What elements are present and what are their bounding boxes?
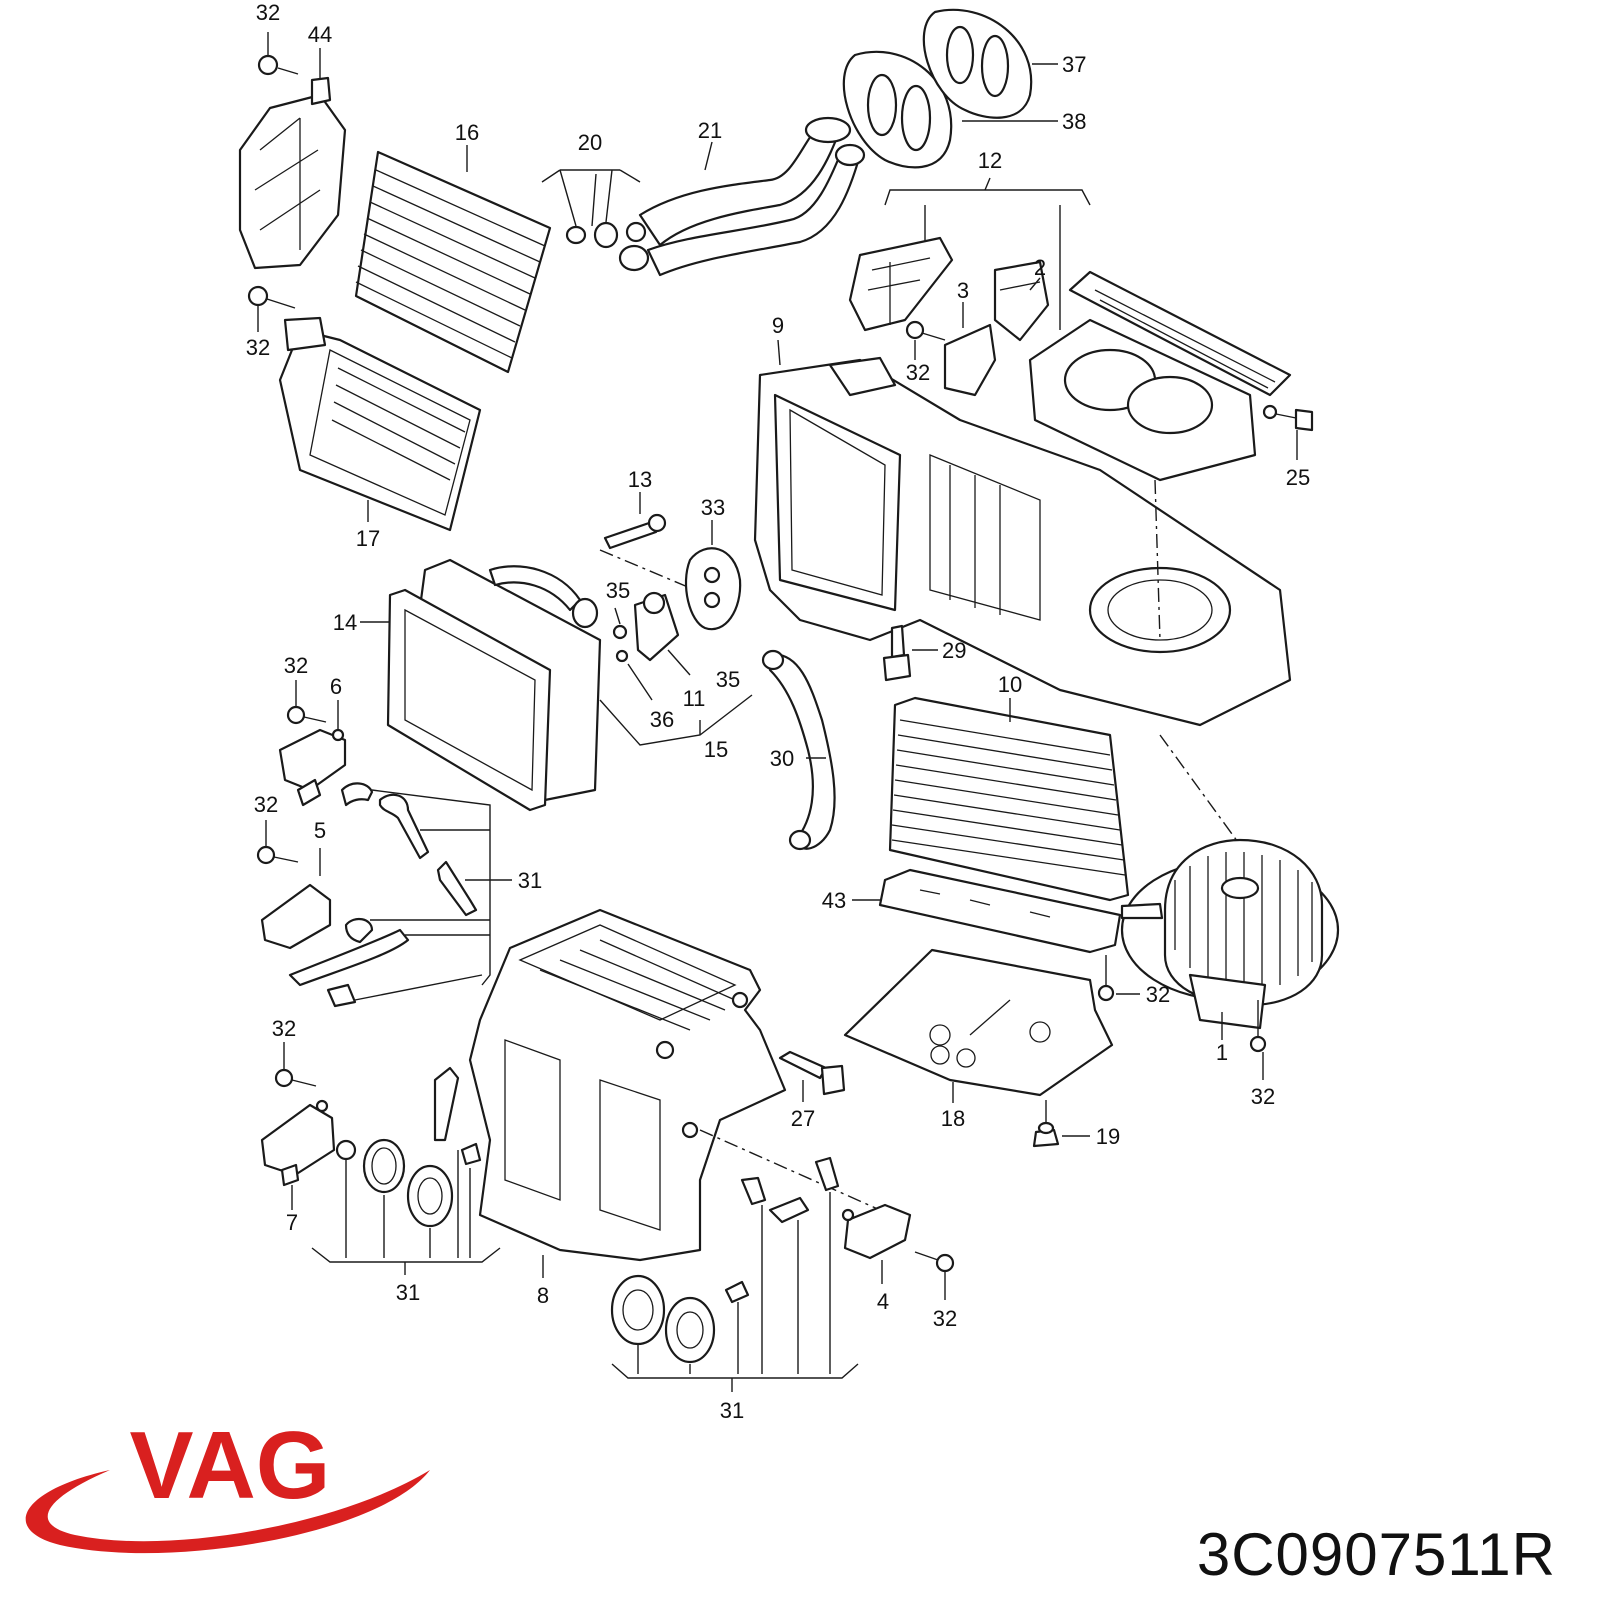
callout-12: 12 (978, 148, 1002, 173)
callout-18: 18 (941, 1106, 965, 1131)
levers-31-left (288, 782, 512, 1008)
clips-20 (541, 169, 647, 249)
actuator-7 (260, 1042, 336, 1210)
callout-31: 31 (720, 1398, 744, 1423)
callout-44: 44 (308, 22, 332, 47)
callout-25: 25 (1286, 465, 1310, 490)
callout-37: 37 (1062, 52, 1086, 77)
callout-11: 11 (683, 686, 706, 711)
hose-30 (761, 649, 836, 851)
callout-32: 32 (1146, 982, 1170, 1007)
heater-pipes-21 (618, 116, 866, 277)
callout-17: 17 (356, 526, 380, 551)
callout-31: 31 (518, 868, 542, 893)
callout-27: 27 (791, 1106, 815, 1131)
callout-29: 29 (942, 638, 966, 663)
expansion-valve-11 (612, 591, 691, 701)
callout-43: 43 (822, 888, 846, 913)
callout-32: 32 (272, 1016, 296, 1041)
callout-10: 10 (998, 672, 1022, 697)
callout-13: 13 (628, 467, 652, 492)
bracket-44 (238, 48, 347, 270)
callout-14: 14 (333, 610, 357, 635)
callout-31: 31 (396, 1280, 420, 1305)
filter-frame-43 (852, 868, 1122, 954)
callout-6: 6 (330, 674, 342, 699)
logo-text: VAG (130, 1412, 331, 1519)
wheels-31-left (311, 1066, 501, 1275)
clip-19 (1032, 1100, 1090, 1148)
housing-9 (753, 339, 1292, 727)
vag-logo: VAG (25, 1412, 431, 1554)
callout-30: 30 (770, 746, 794, 771)
gasket-38 (842, 50, 953, 169)
bolt-13 (599, 492, 696, 591)
callout-33: 33 (701, 495, 725, 520)
callout-9: 9 (772, 313, 784, 338)
actuator-6 (278, 680, 347, 807)
actuator-3 (905, 302, 997, 397)
callout-19: 19 (1096, 1124, 1120, 1149)
callout-32: 32 (933, 1306, 957, 1331)
wheels-31-bottom (610, 1156, 859, 1392)
screw-32-top (257, 32, 299, 76)
callout-32: 32 (1251, 1084, 1275, 1109)
plate-18 (843, 948, 1114, 1103)
heater-core-16 (354, 145, 552, 374)
evaporator-14-15 (360, 558, 602, 812)
callout-32: 32 (284, 653, 308, 678)
screw-32-blower-b (1249, 1000, 1267, 1080)
drain-29 (882, 624, 938, 682)
actuator-4 (841, 1203, 955, 1300)
callout-32: 32 (906, 360, 930, 385)
part-number: 3C0907511R (1196, 1521, 1556, 1588)
callout-36: 36 (650, 707, 674, 732)
callout-15: 15 (704, 737, 728, 762)
callout-7: 7 (286, 1210, 298, 1235)
callout-35: 35 (716, 667, 740, 692)
seal-33 (684, 520, 742, 631)
callout-32: 32 (246, 335, 270, 360)
callout-38: 38 (1062, 109, 1086, 134)
actuator-2 (993, 260, 1050, 342)
sensor-27 (778, 1050, 846, 1102)
callout-32: 32 (256, 0, 280, 25)
callout-labels: 32 44 37 38 21 20 16 12 2 3 32 9 32 25 1… (246, 0, 1310, 1423)
callout-3: 3 (957, 278, 969, 303)
callout-1: 1 (1216, 1040, 1228, 1065)
blower-motor-1 (1120, 734, 1340, 1040)
housing-8 (468, 908, 881, 1278)
radiator-17 (247, 285, 482, 532)
callout-21: 21 (698, 118, 722, 143)
callout-35: 35 (606, 578, 630, 603)
callout-4: 4 (877, 1289, 889, 1314)
actuator-12 (848, 236, 954, 332)
screw-32-blower-a (1097, 955, 1140, 1002)
callout-32: 32 (254, 792, 278, 817)
cabin-filter-10 (888, 696, 1130, 902)
blower-housing-upper (1028, 270, 1314, 482)
callout-2: 2 (1034, 255, 1046, 280)
callout-20: 20 (578, 130, 602, 155)
actuator-5 (256, 820, 332, 950)
callout-8: 8 (537, 1283, 549, 1308)
gasket-37 (922, 8, 1033, 119)
callout-5: 5 (314, 818, 326, 843)
callout-16: 16 (455, 120, 479, 145)
